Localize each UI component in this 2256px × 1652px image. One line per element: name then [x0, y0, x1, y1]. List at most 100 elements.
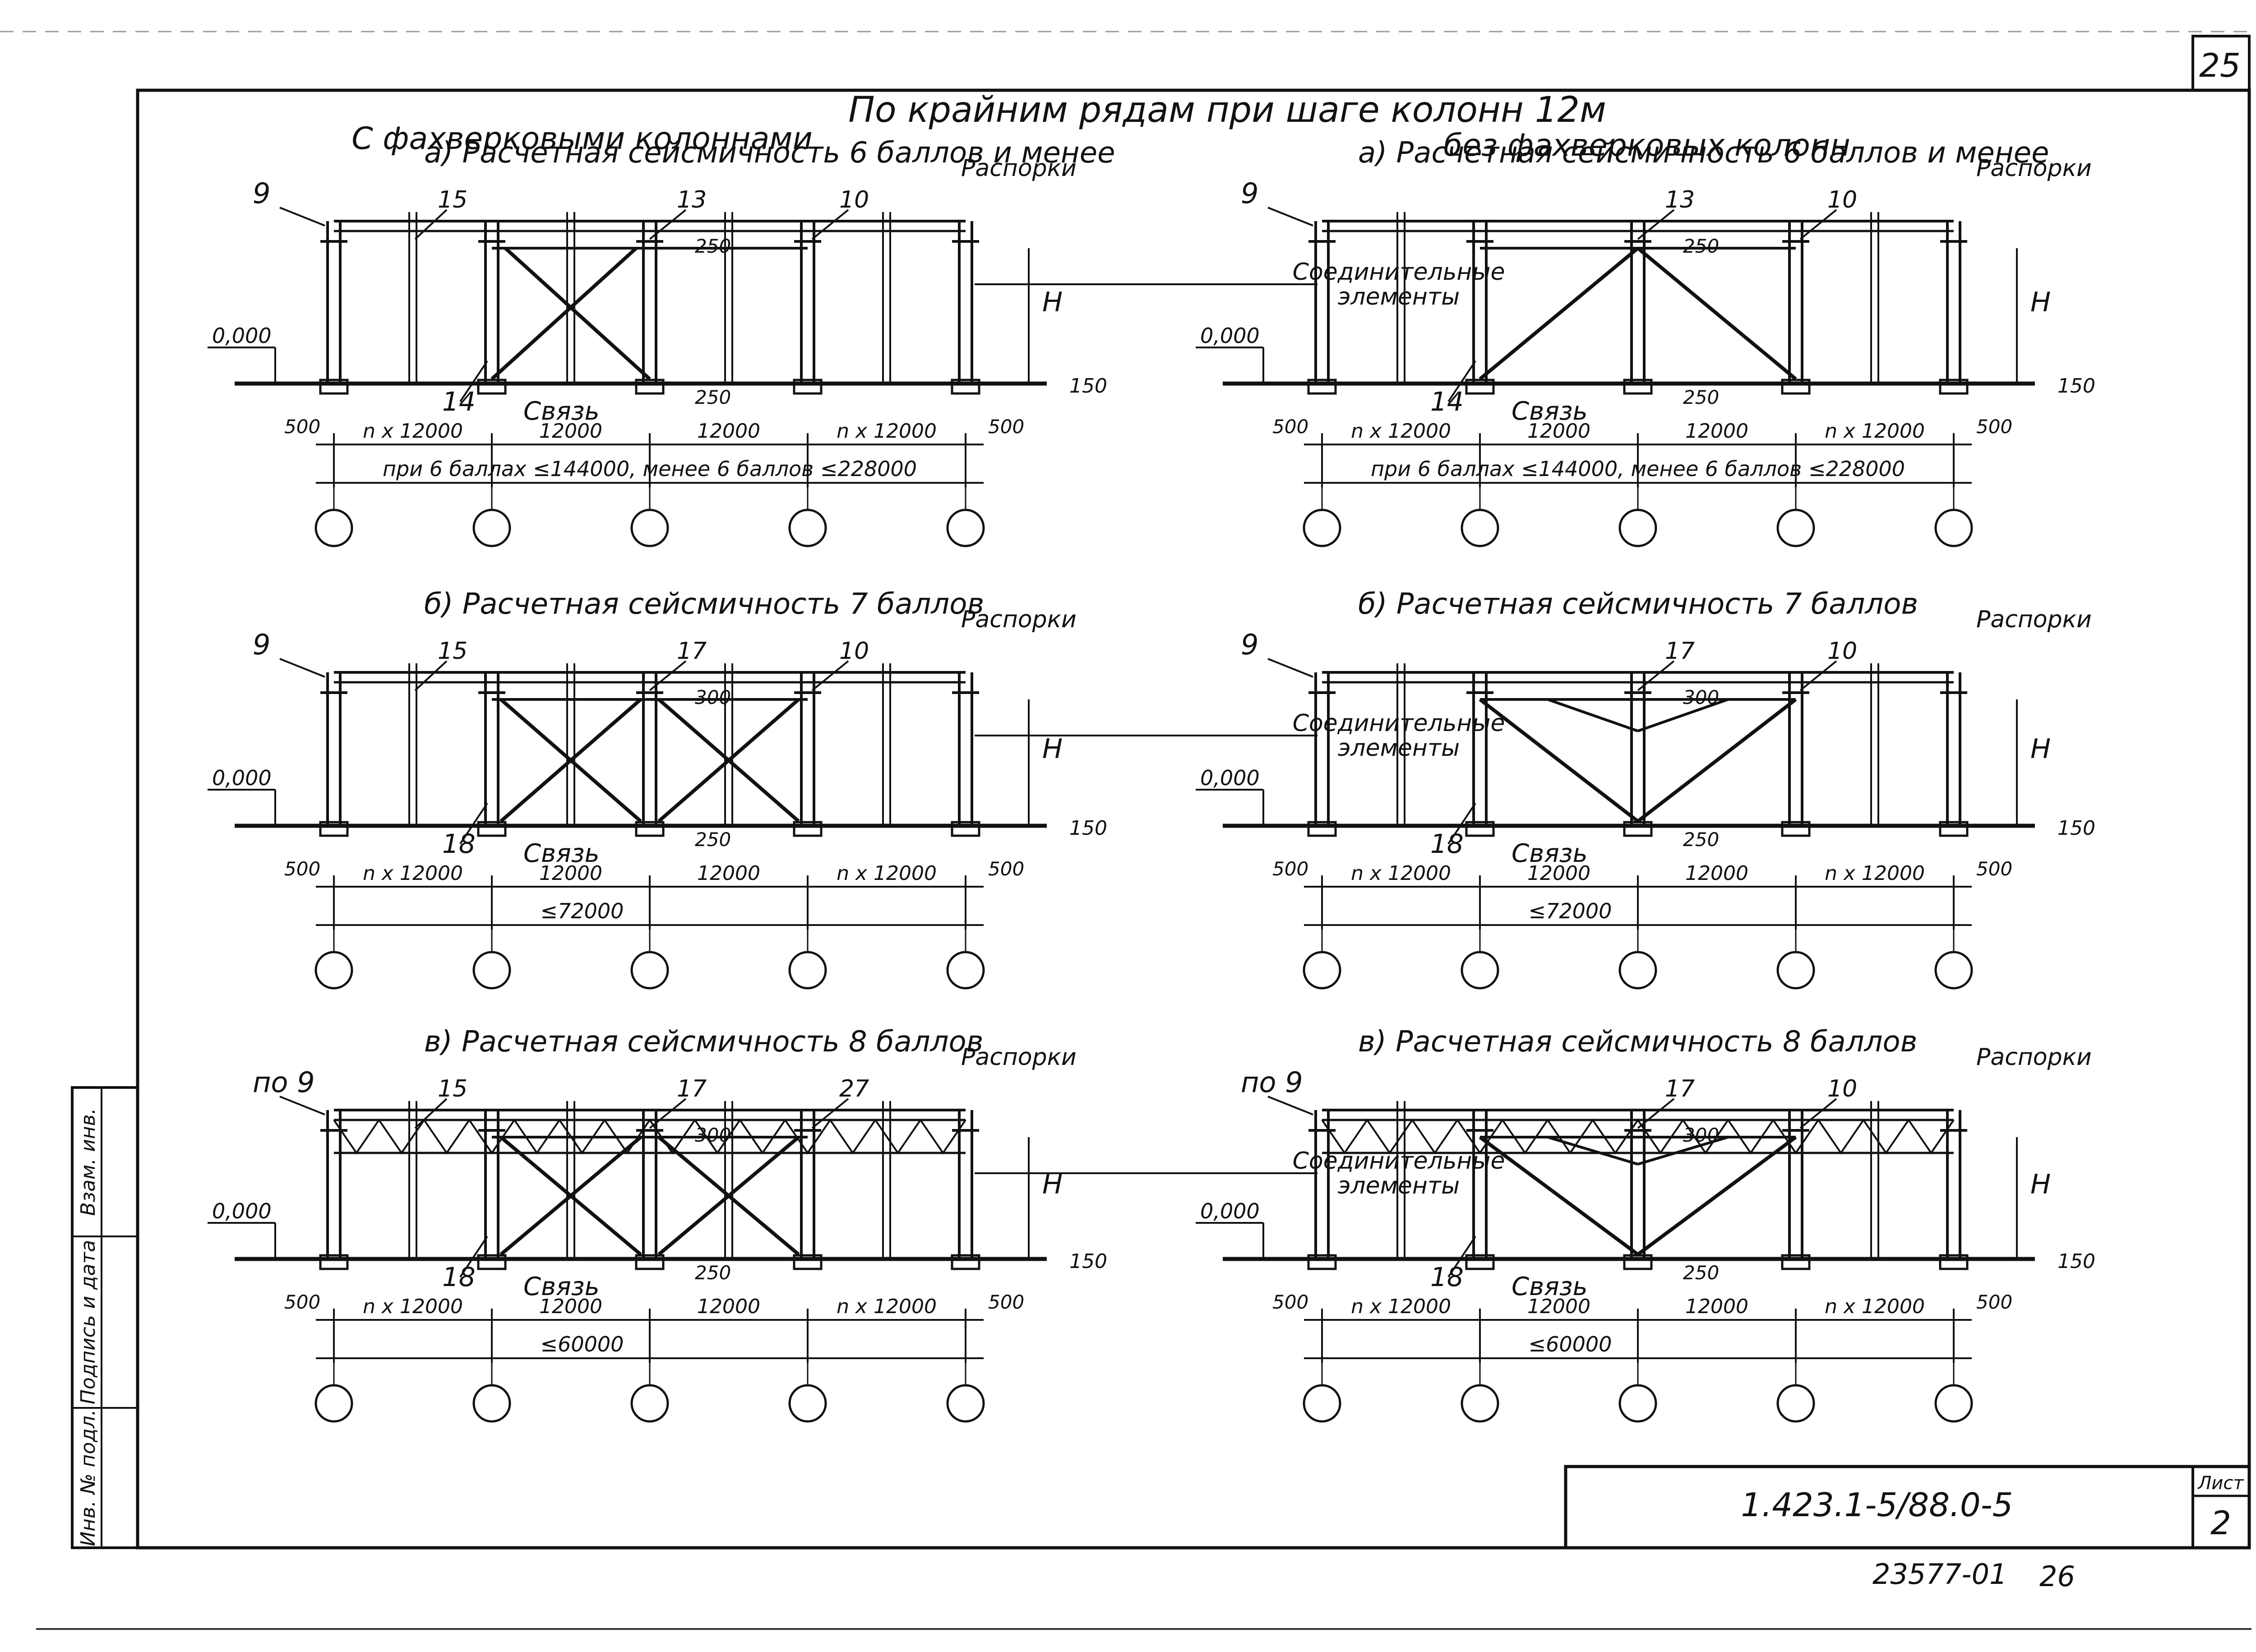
- bracing-label: Связь: [523, 1272, 600, 1301]
- axis-marker: [1303, 509, 1341, 547]
- gap-dimension-bottom: 250: [695, 1262, 731, 1284]
- side-label-replace: Взам. инв.: [77, 1108, 100, 1216]
- column: [951, 221, 980, 395]
- bracing-diagonal: [1637, 1136, 1729, 1166]
- column-base: [1465, 821, 1495, 837]
- gap-dimension: 250: [695, 235, 731, 257]
- column: [1939, 672, 1969, 837]
- span-label: 12000: [1527, 420, 1590, 443]
- axis-marker: [788, 509, 827, 547]
- column-base: [951, 821, 980, 837]
- axis-marker: [314, 951, 353, 990]
- column: [793, 672, 823, 837]
- leader-line: [279, 1096, 325, 1115]
- column: [793, 1110, 823, 1270]
- bracing-diagonal: [504, 247, 651, 380]
- leader-line: [649, 660, 687, 691]
- column: [1307, 672, 1337, 837]
- archive-number: 23577-01: [1872, 1558, 2007, 1591]
- column: [951, 1110, 980, 1270]
- column: [477, 672, 507, 837]
- axis-marker: [472, 509, 511, 547]
- column-base: [793, 379, 823, 395]
- total-length-label: ≤72000: [1529, 899, 1612, 923]
- bracing-label: Связь: [1512, 397, 1588, 426]
- span-label: 12000: [1685, 420, 1748, 443]
- mark-b: 10: [1827, 186, 1857, 213]
- span-label: n x 12000: [363, 862, 463, 885]
- leader-line: [1267, 658, 1313, 678]
- column: [319, 221, 349, 395]
- leader-line: [459, 360, 488, 403]
- column-base: [1781, 1254, 1811, 1270]
- mark-b: 10: [839, 186, 869, 213]
- elevation-mark: 0,000: [212, 324, 272, 348]
- bracing-diagonal: [499, 698, 642, 823]
- connectors-label-line2: элементы: [1338, 283, 1460, 310]
- column-base: [1939, 1254, 1969, 1270]
- bracing-diagonal: [1637, 698, 1729, 732]
- axis-marker: [946, 951, 985, 990]
- end-offset-left: 500: [1272, 1291, 1308, 1313]
- struts-label: Распорки: [961, 155, 1077, 182]
- column: [635, 1110, 665, 1270]
- mark-b: 10: [1827, 638, 1857, 665]
- mark-d: 18: [1430, 1262, 1464, 1292]
- end-offset-right: 500: [988, 858, 1024, 880]
- mark-top: по 9: [1241, 1066, 1303, 1099]
- column-base: [1781, 379, 1811, 395]
- bracing-diagonal: [1637, 1135, 1797, 1256]
- document-code: 1.423.1-5/88.0-5: [1741, 1486, 2013, 1524]
- panel-title: в) Расчетная сейсмичность 8 баллов: [424, 1025, 983, 1059]
- column-base: [793, 821, 823, 837]
- gap-dimension-bottom: 250: [1683, 386, 1719, 408]
- axis-marker: [1303, 1384, 1341, 1423]
- gap-dimension: 300: [695, 686, 731, 708]
- column: [1465, 1110, 1495, 1270]
- span-label: 12000: [1685, 862, 1748, 885]
- column: [1939, 1110, 1969, 1270]
- elevation-mark: 0,000: [1200, 324, 1260, 348]
- bracing-label: Связь: [1512, 1272, 1588, 1301]
- axis-marker: [1776, 951, 1815, 990]
- axis-marker: [1618, 951, 1657, 990]
- leader-line: [414, 660, 448, 691]
- struts-label: Распорки: [1976, 1044, 2092, 1071]
- bracing-diagonal: [1547, 698, 1638, 732]
- panel-title: а) Расчетная сейсмичность 6 баллов и мен…: [424, 136, 1115, 170]
- mark-top: по 9: [253, 1066, 315, 1099]
- span-label: n x 12000: [363, 1295, 463, 1318]
- span-label: 12000: [697, 862, 760, 885]
- column-base: [951, 1254, 980, 1270]
- column: [1307, 1110, 1337, 1270]
- mark-top: 9: [1241, 177, 1258, 210]
- axis-marker: [1461, 1384, 1499, 1423]
- panel-title: б) Расчетная сейсмичность 7 баллов: [424, 588, 984, 621]
- span-label: n x 12000: [1351, 862, 1451, 885]
- height-label: H: [1042, 287, 1063, 318]
- column-base: [1939, 821, 1969, 837]
- gap-dimension: 300: [695, 1124, 731, 1146]
- end-offset-left: 500: [284, 416, 320, 438]
- axis-marker: [1934, 951, 1973, 990]
- sheet-label: Лист: [2197, 1473, 2244, 1494]
- base-offset-dimension: 150: [2057, 1250, 2095, 1273]
- panel-title: б) Расчетная сейсмичность 7 баллов: [1358, 588, 1918, 621]
- column: [1781, 1110, 1811, 1270]
- main-title: По крайним рядам при шаге колонн 12м: [848, 90, 1606, 130]
- side-label-inventory: Инв. № подл.: [77, 1409, 100, 1546]
- mark-a: 13: [1665, 186, 1695, 213]
- bracing-diagonal: [657, 698, 800, 823]
- mark-top: 9: [253, 628, 270, 661]
- bracing-diagonal: [657, 1135, 800, 1256]
- struts-label: Распорки: [961, 606, 1077, 633]
- leader-line: [1799, 209, 1837, 240]
- frame-panels: а) Расчетная сейсмичность 6 баллов и мен…: [208, 136, 2095, 1423]
- roof-truss-web: [333, 1118, 966, 1155]
- leader-line: [649, 1098, 687, 1129]
- mark-top: 9: [253, 177, 270, 210]
- column: [477, 1110, 507, 1270]
- axis-marker: [1934, 1384, 1973, 1423]
- column: [1623, 672, 1653, 837]
